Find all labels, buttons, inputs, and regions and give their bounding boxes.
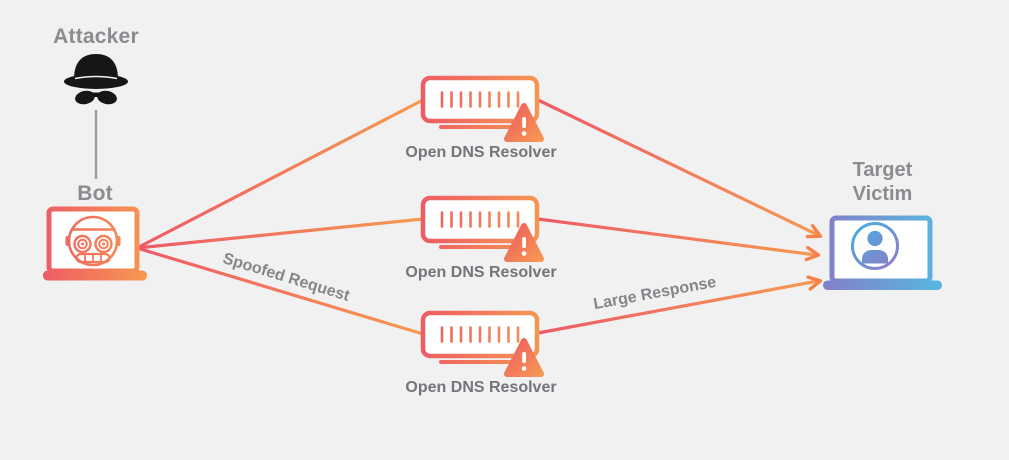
spoofed-request-line-top bbox=[135, 98, 425, 250]
robot-laptop-icon bbox=[43, 206, 147, 281]
large-response-line-top bbox=[536, 98, 820, 237]
resolver-label: Open DNS Resolver bbox=[405, 264, 557, 281]
spy-hat-mask-icon bbox=[64, 54, 128, 105]
large-response-line-bottom bbox=[536, 279, 820, 335]
resolver-label: Open DNS Resolver bbox=[405, 379, 557, 396]
arrowhead-icon bbox=[806, 275, 823, 291]
bot-label: Bot bbox=[77, 182, 113, 205]
user-laptop-icon bbox=[823, 215, 942, 290]
server-warning-icon bbox=[420, 310, 544, 377]
server-warning-icon bbox=[420, 195, 544, 262]
arrowhead-icon bbox=[805, 224, 823, 239]
server-warning-icon bbox=[420, 75, 544, 142]
large-response-line-middle bbox=[536, 217, 818, 257]
resolver-label: Open DNS Resolver bbox=[405, 144, 557, 161]
arrowhead-icon bbox=[804, 245, 821, 262]
spoofed-request-line-middle bbox=[135, 217, 425, 250]
target-victim-label: Target Victim bbox=[852, 159, 913, 205]
spoofed-request-line-bottom bbox=[135, 246, 425, 336]
attacker-label: Attacker bbox=[53, 25, 139, 48]
